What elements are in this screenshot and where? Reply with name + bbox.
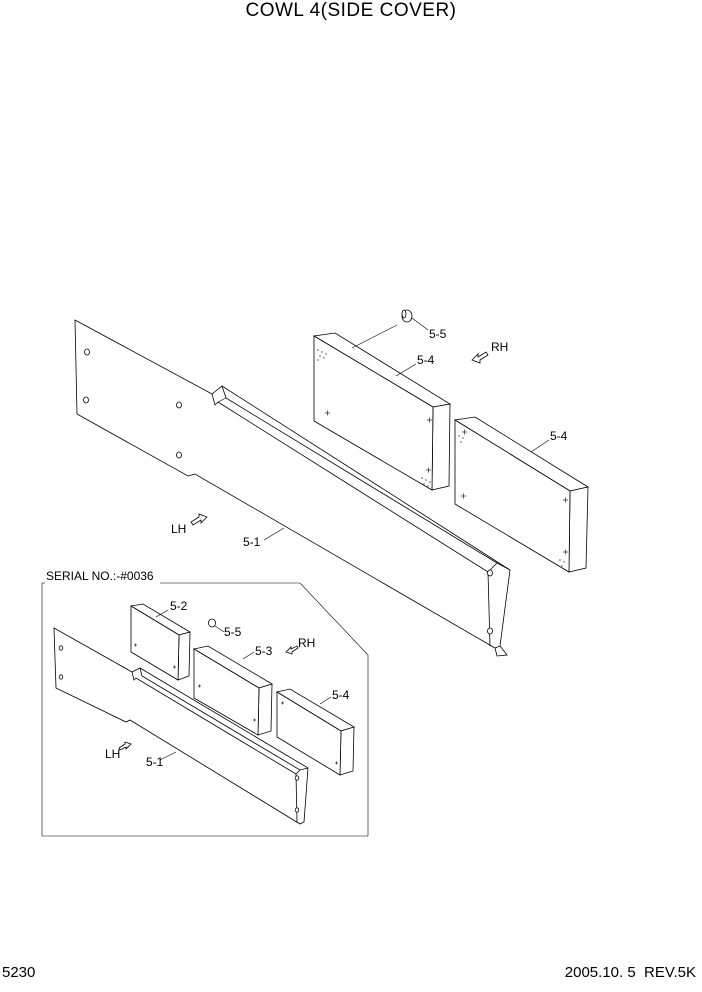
callout-5-4-upper: 5-4	[417, 353, 435, 367]
lh-direction-arrow	[190, 513, 208, 526]
inset-part-5-2-pad	[129, 603, 192, 681]
leader-5-4b	[530, 439, 550, 453]
leader-5-4a	[395, 363, 417, 377]
inset-part-5-5-clip	[208, 618, 225, 633]
part-5-4-pad-lower	[453, 416, 590, 573]
inset-callout-5-4: 5-4	[332, 688, 350, 702]
main-assembly: 5-5 5-4 5-4 5-1 RH LH	[74, 309, 590, 657]
serial-inset: SERIAL NO.:-#0036 5-2 5-5 5-3 5-4 5-1 RH…	[41, 569, 369, 837]
rh-direction-arrow	[471, 351, 489, 364]
serial-number-label: SERIAL NO.:-#0036	[46, 569, 154, 583]
inset-rh-arrow	[285, 645, 299, 655]
diagram-title: COWL 4(SIDE COVER)	[245, 0, 457, 21]
page-number: 5230	[2, 964, 36, 981]
part-5-1-side-panel	[74, 319, 511, 657]
inset-callout-5-2: 5-2	[170, 599, 188, 613]
inset-lh-label: LH	[105, 747, 120, 761]
revision-date: 2005.10. 5 REV.5K	[564, 964, 696, 981]
inset-callout-5-3: 5-3	[255, 644, 273, 658]
callout-5-5: 5-5	[429, 327, 447, 341]
part-5-5-clip	[351, 309, 429, 349]
callout-5-4-lower: 5-4	[550, 429, 568, 443]
rh-label: RH	[491, 340, 508, 354]
inset-part-5-4-pad	[275, 688, 355, 776]
inset-part-5-3-pad	[192, 645, 273, 736]
inset-rh-label: RH	[298, 636, 315, 650]
inset-callout-5-5: 5-5	[224, 625, 242, 639]
part-5-4-pad-upper	[312, 332, 452, 491]
inset-part-5-1-panel	[53, 627, 309, 825]
inset-lh-arrow	[118, 741, 132, 751]
leader-5-1	[263, 527, 285, 541]
inset-callout-5-1: 5-1	[146, 755, 164, 769]
callout-5-1: 5-1	[243, 535, 261, 549]
lh-label: LH	[171, 522, 186, 536]
inset-frame	[41, 582, 369, 837]
